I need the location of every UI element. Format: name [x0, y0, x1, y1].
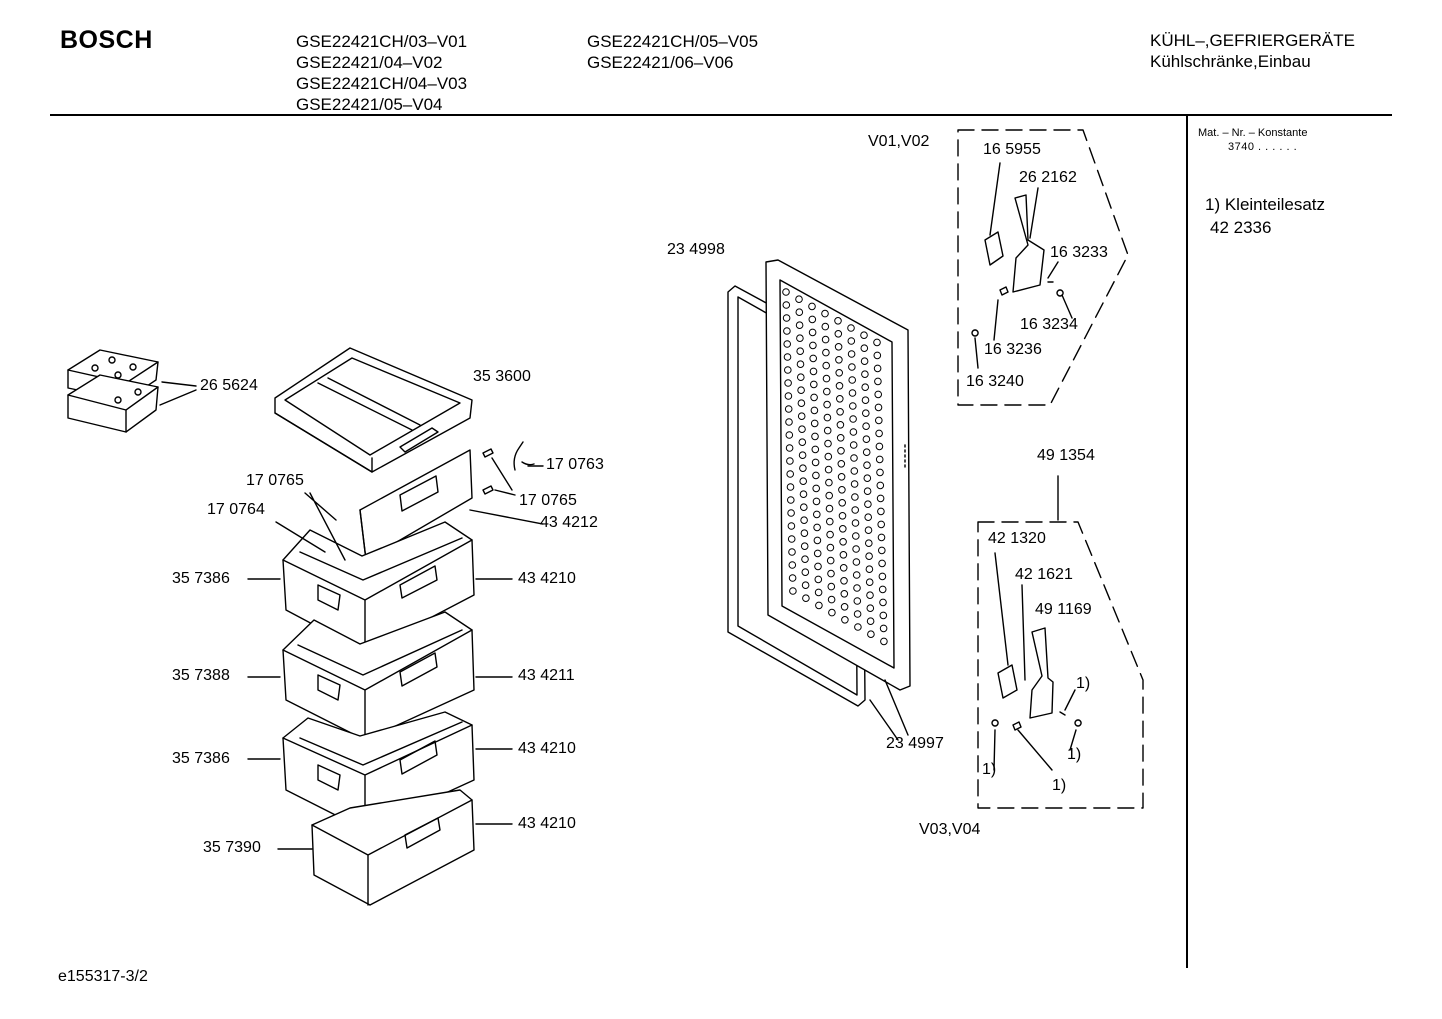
part-label-16-3236: 16 3236 [984, 341, 1042, 358]
model-number: GSE22421CH/03–V01 [296, 32, 468, 51]
part-label-35-7386: 35 7386 [172, 750, 230, 767]
material-constant-value: 3740 . . . . . . [1228, 141, 1298, 153]
variant-label-v03-v04: V03,V04 [919, 821, 981, 838]
part-label-23-4998: 23 4998 [667, 241, 725, 258]
kit-number: 42 2336 [1210, 218, 1272, 237]
category-title: KÜHL–,GEFRIERGERÄTE [1150, 31, 1355, 50]
part-label-17-0763: 17 0763 [546, 456, 604, 473]
hinge-group-upper [957, 129, 1129, 406]
part-label-43-4210: 43 4210 [518, 815, 576, 832]
kit-marker: 1) [1052, 777, 1067, 794]
part-label-17-0765: 17 0765 [246, 472, 304, 489]
part-label-43-4210: 43 4210 [518, 740, 576, 757]
part-label-23-4997: 23 4997 [886, 735, 944, 752]
part-label-35-3600: 35 3600 [473, 368, 531, 385]
model-number: GSE22421CH/05–V05 [587, 32, 759, 51]
side-divider [1186, 116, 1188, 968]
door-dot-pattern [782, 288, 888, 646]
part-label-26-2162: 26 2162 [1019, 169, 1077, 186]
part-label-16-3240: 16 3240 [966, 373, 1024, 390]
drawing-reference: e155317-3/2 [58, 968, 148, 985]
ice-pack-part [67, 349, 159, 433]
material-constant-header: Mat. – Nr. – Konstante [1198, 127, 1308, 139]
drawer-part [359, 449, 544, 561]
kit-marker: 1) [1067, 746, 1082, 763]
kit-label: 1) Kleinteilesatz [1205, 195, 1326, 214]
drawer-part [311, 789, 475, 906]
hinge-group-lower [977, 475, 1144, 809]
header-divider [50, 114, 1392, 116]
part-label-16-3234: 16 3234 [1020, 316, 1078, 333]
brand-logo: BOSCH [60, 26, 153, 54]
drawer-part [282, 611, 475, 741]
shelf-part [274, 347, 473, 473]
part-label-16-3233: 16 3233 [1050, 244, 1108, 261]
variant-label-v01-v02: V01,V02 [868, 133, 930, 150]
leader-lines-left [247, 492, 513, 850]
part-label-43-4212: 43 4212 [540, 514, 598, 531]
category-block: KÜHL–,GEFRIERGERÄTE Kühlschränke,Einbau [1150, 30, 1355, 72]
part-label-49-1169: 49 1169 [1035, 601, 1092, 618]
part-label-17-0765: 17 0765 [519, 492, 577, 509]
part-label-42-1621: 42 1621 [1015, 566, 1073, 583]
screw-part [482, 441, 544, 496]
part-label-35-7388: 35 7388 [172, 667, 230, 684]
door-liner-part [765, 259, 911, 691]
model-number: GSE22421CH/04–V03 [296, 74, 468, 93]
kit-marker: 1) [1076, 675, 1091, 692]
part-label-17-0764: 17 0764 [207, 501, 265, 518]
model-number: GSE22421/04–V02 [296, 53, 443, 72]
leader-line [159, 381, 197, 406]
model-number: GSE22421/05–V04 [296, 95, 443, 114]
part-label-49-1354: 49 1354 [1037, 447, 1095, 464]
model-number: GSE22421/06–V06 [587, 53, 734, 72]
model-list-left: GSE22421CH/03–V01 GSE22421/04–V02 GSE224… [296, 31, 467, 115]
model-list-right: GSE22421CH/05–V05 GSE22421/06–V06 [587, 31, 758, 73]
part-label-35-7386: 35 7386 [172, 570, 230, 587]
part-label-42-1320: 42 1320 [988, 530, 1046, 547]
part-label-43-4211: 43 4211 [518, 667, 575, 684]
category-subtitle: Kühlschränke,Einbau [1150, 52, 1311, 71]
part-label-43-4210: 43 4210 [518, 570, 576, 587]
kit-marker: 1) [982, 761, 997, 778]
part-label-26-5624: 26 5624 [200, 377, 258, 394]
part-label-35-7390: 35 7390 [203, 839, 261, 856]
leader-line [869, 679, 909, 741]
part-label-16-5955: 16 5955 [983, 141, 1041, 158]
small-parts-kit: 1) Kleinteilesatz 42 2336 [1205, 193, 1325, 239]
